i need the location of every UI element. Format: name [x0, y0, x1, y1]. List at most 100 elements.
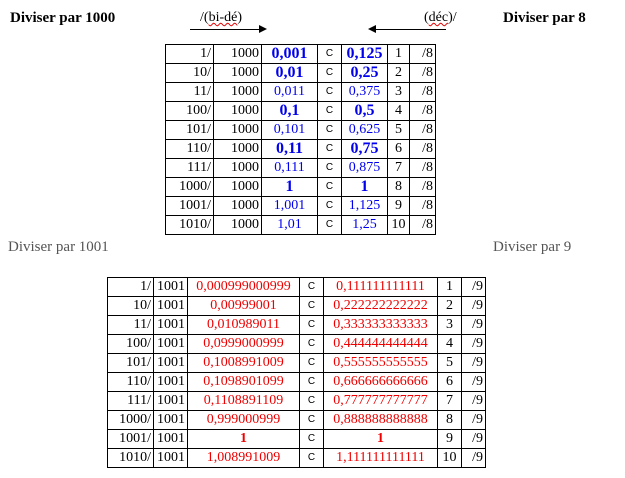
divisor-cell: 1001 — [153, 334, 188, 354]
denominator-cell: /8 — [409, 82, 436, 102]
left-result-cell: 1 — [187, 429, 300, 449]
numerator-cell: 2 — [387, 63, 410, 83]
divisor-cell: 1001 — [153, 448, 188, 468]
denominator-cell: /8 — [409, 139, 436, 159]
divisor-cell: 1000 — [213, 158, 262, 178]
binary-cell: 11/ — [165, 82, 214, 102]
c-marker-cell: C — [299, 410, 324, 430]
denominator-cell: /9 — [461, 391, 486, 411]
dec-label: (déc)/ — [424, 10, 457, 26]
c-marker-cell: C — [317, 139, 342, 159]
denominator-cell: /9 — [461, 315, 486, 335]
left-result-cell: 1,01 — [261, 215, 318, 235]
left-result-cell: 0,101 — [261, 120, 318, 140]
left-arrow-line — [376, 29, 446, 30]
numerator-cell: 3 — [437, 315, 462, 335]
dec-prefix: ( — [424, 10, 429, 25]
binary-cell: 10/ — [107, 296, 154, 316]
denominator-cell: /9 — [461, 353, 486, 373]
right-result-cell: 0,375 — [341, 82, 388, 102]
binary-cell: 1001/ — [107, 429, 154, 449]
divisor-cell: 1001 — [153, 429, 188, 449]
right-result-cell: 1,111111111111 — [323, 448, 438, 468]
c-marker-cell: C — [299, 277, 324, 297]
right-result-cell: 1 — [323, 429, 438, 449]
binary-cell: 101/ — [165, 120, 214, 140]
denominator-cell: /9 — [461, 334, 486, 354]
left-result-cell: 1 — [261, 177, 318, 197]
left-result-cell: 1,008991009 — [187, 448, 300, 468]
divisor-cell: 1001 — [153, 315, 188, 335]
heading-divide-1000: Diviser par 1000 — [10, 10, 116, 26]
binary-cell: 100/ — [165, 101, 214, 121]
right-result-cell: 0,222222222222 — [323, 296, 438, 316]
c-marker-cell: C — [299, 334, 324, 354]
left-result-cell: 0,111 — [261, 158, 318, 178]
denominator-cell: /9 — [461, 372, 486, 392]
dec-word: déc — [428, 10, 449, 25]
denominator-cell: /8 — [409, 63, 436, 83]
numerator-cell: 1 — [437, 277, 462, 297]
denominator-cell: /8 — [409, 158, 436, 178]
denominator-cell: /8 — [409, 215, 436, 235]
right-result-cell: 0,666666666666 — [323, 372, 438, 392]
numerator-cell: 7 — [437, 391, 462, 411]
left-result-cell: 0,1 — [261, 101, 318, 121]
c-marker-cell: C — [299, 315, 324, 335]
right-result-cell: 0,75 — [341, 139, 388, 159]
binary-cell: 1000/ — [165, 177, 214, 197]
left-result-cell: 0,0999000999 — [187, 334, 300, 354]
denominator-cell: /9 — [461, 429, 486, 449]
left-result-cell: 0,999000999 — [187, 410, 300, 430]
denominator-cell: /9 — [461, 277, 486, 297]
denominator-cell: /8 — [409, 101, 436, 121]
numerator-cell: 5 — [387, 120, 410, 140]
binary-cell: 1010/ — [165, 215, 214, 235]
divisor-cell: 1000 — [213, 196, 262, 216]
c-marker-cell: C — [317, 101, 342, 121]
heading-divide-9: Diviser par 9 — [493, 239, 572, 255]
numerator-cell: 3 — [387, 82, 410, 102]
left-result-cell: 0,00999001 — [187, 296, 300, 316]
numerator-cell: 8 — [437, 410, 462, 430]
right-result-cell: 1 — [341, 177, 388, 197]
right-result-cell: 0,875 — [341, 158, 388, 178]
binary-cell: 11/ — [107, 315, 154, 335]
binary-cell: 101/ — [107, 353, 154, 373]
binary-cell: 1/ — [107, 277, 154, 297]
numerator-cell: 6 — [387, 139, 410, 159]
left-result-cell: 0,000999000999 — [187, 277, 300, 297]
divisor-cell: 1001 — [153, 296, 188, 316]
right-result-cell: 1,25 — [341, 215, 388, 235]
left-result-cell: 0,1108891109 — [187, 391, 300, 411]
bi-de-prefix: /( — [200, 10, 209, 25]
c-marker-cell: C — [317, 177, 342, 197]
numerator-cell: 6 — [437, 372, 462, 392]
divisor-cell: 1000 — [213, 101, 262, 121]
binary-cell: 111/ — [107, 391, 154, 411]
numerator-cell: 2 — [437, 296, 462, 316]
divisor-cell: 1001 — [153, 372, 188, 392]
numerator-cell: 4 — [437, 334, 462, 354]
binary-cell: 1010/ — [107, 448, 154, 468]
binary-cell: 111/ — [165, 158, 214, 178]
divisor-cell: 1000 — [213, 215, 262, 235]
